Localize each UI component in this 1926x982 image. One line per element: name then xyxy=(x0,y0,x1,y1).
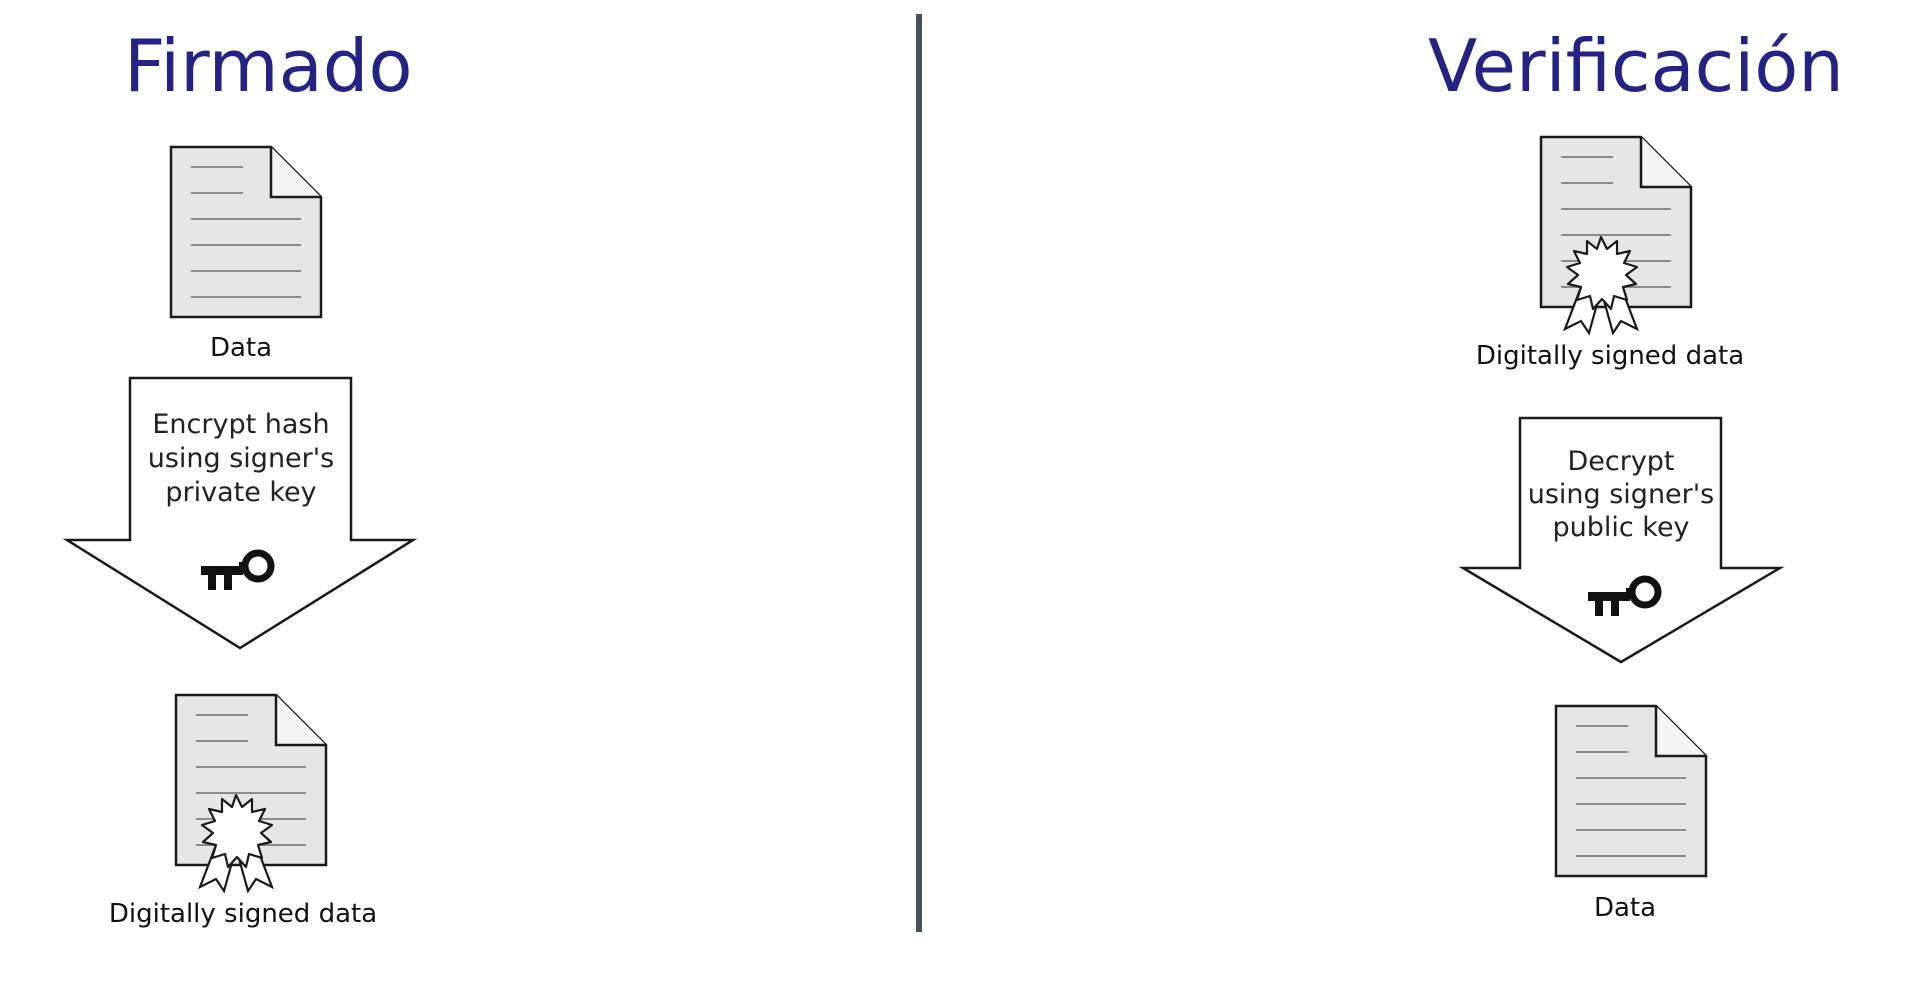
signing-title: Firmado xyxy=(124,24,413,108)
verification-input-label: Digitally signed data xyxy=(1476,341,1744,371)
signing-arrow: Encrypt hash using signer's private key xyxy=(62,376,418,650)
signing-arrow-line-2: using signer's xyxy=(148,443,335,474)
verification-arrow-line-2: using signer's xyxy=(1528,479,1715,510)
section-divider xyxy=(916,14,922,932)
signing-output-signed-document-icon xyxy=(174,693,328,893)
signing-arrow-line-1: Encrypt hash xyxy=(152,409,329,440)
verification-input-signed-document-icon xyxy=(1539,135,1693,335)
verification-arrow: Decrypt using signer's public key xyxy=(1458,416,1785,664)
signing-output-label: Digitally signed data xyxy=(109,899,377,929)
verification-output-label: Data xyxy=(1594,893,1656,923)
signing-input-label: Data xyxy=(210,333,272,363)
verification-output-document-icon xyxy=(1554,704,1708,878)
verification-arrow-line-3: public key xyxy=(1552,512,1689,543)
verification-arrow-line-1: Decrypt xyxy=(1567,446,1674,477)
signing-input-document-icon xyxy=(169,145,323,319)
signing-arrow-line-3: private key xyxy=(165,477,316,508)
verification-title: Verificación xyxy=(1428,24,1844,108)
